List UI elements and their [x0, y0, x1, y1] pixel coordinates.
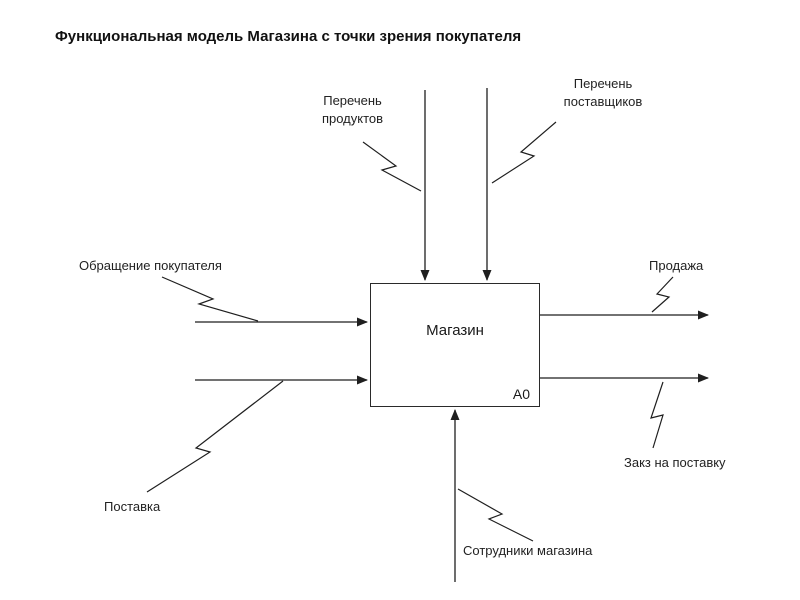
squiggle-sale [651, 276, 674, 313]
process-box-code: A0 [512, 386, 530, 402]
squiggle-staff [457, 488, 534, 542]
squiggle-customer-request [161, 276, 259, 322]
squiggle-delivery [146, 380, 284, 493]
label-mechanism-staff: Сотрудники магазина [463, 543, 593, 558]
squiggle-supply-order [650, 381, 664, 449]
page-title: Функциональная модель Магазина с точки з… [55, 28, 522, 45]
label-control-suppliers: Перечень поставщиков [563, 76, 643, 109]
label-control-products: Перечень продуктов [321, 93, 384, 126]
squiggle-products [362, 141, 422, 192]
label-output-supply-order: Закз на поставку [624, 455, 726, 470]
label-input-customer-request: Обращение покупателя [79, 258, 222, 273]
squiggle-suppliers [491, 121, 557, 184]
process-box-label: Магазин [426, 322, 484, 339]
label-output-sale: Продажа [649, 258, 704, 273]
process-box: Магазин A0 [370, 283, 540, 407]
label-input-delivery: Поставка [104, 499, 161, 514]
